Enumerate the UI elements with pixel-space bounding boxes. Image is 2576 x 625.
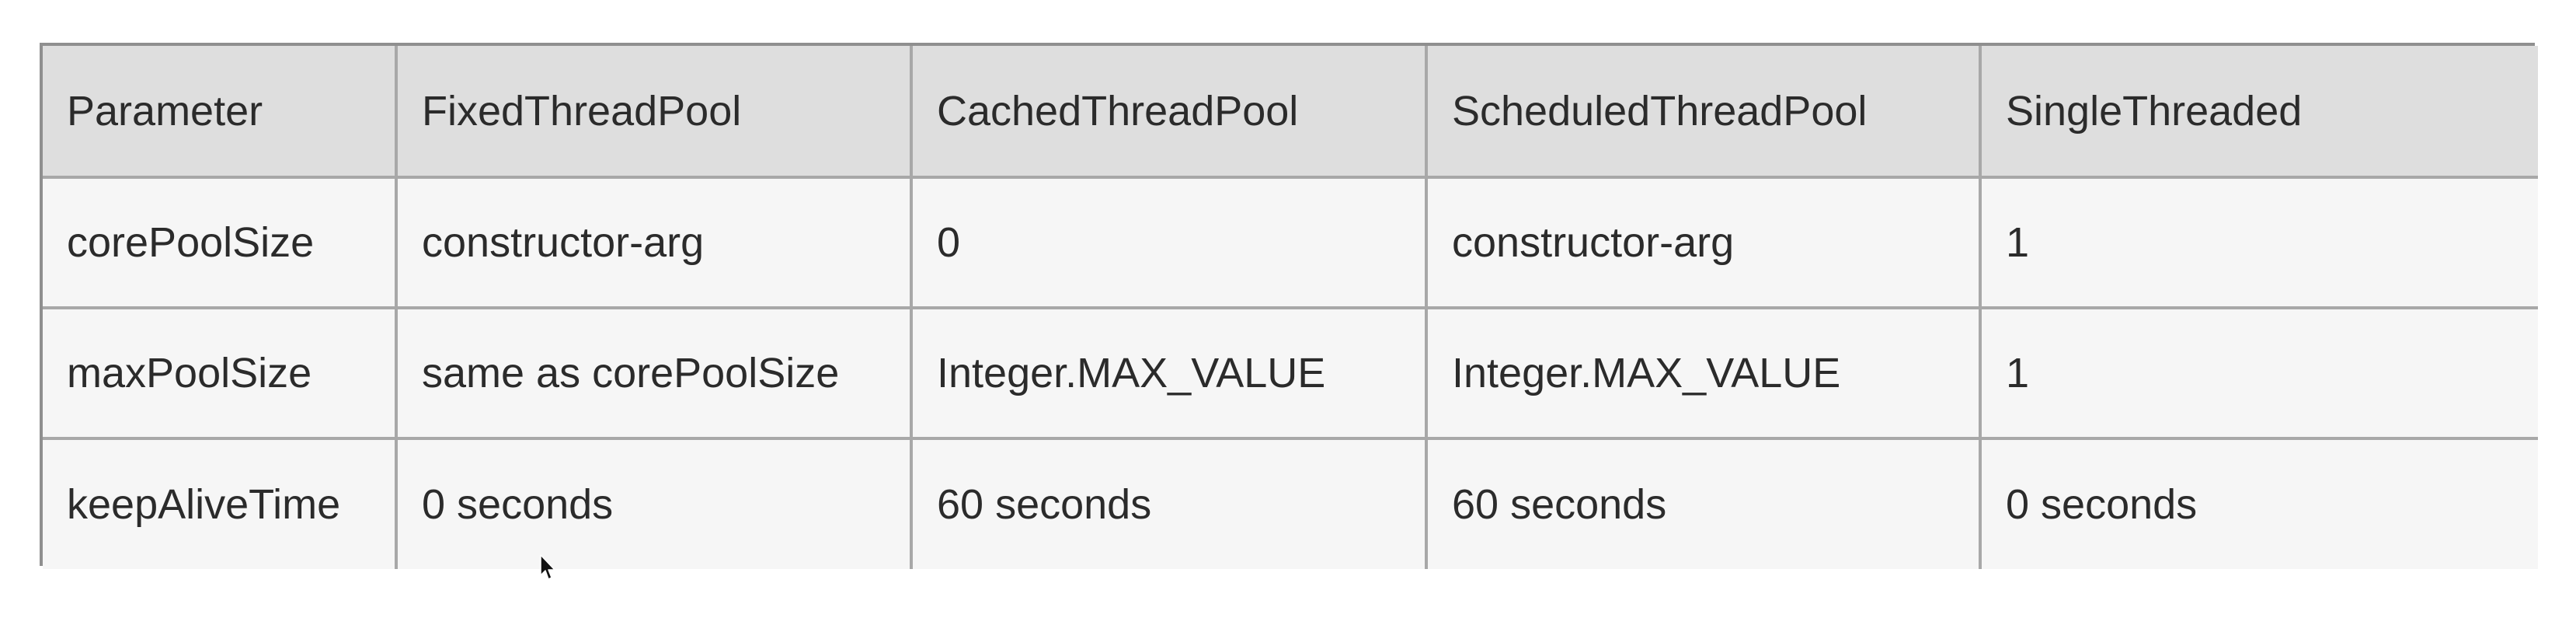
thread-pool-comparison-table: Parameter FixedThreadPool CachedThreadPo… — [40, 43, 2538, 569]
header-parameter: Parameter — [43, 46, 398, 179]
parameters-table: Parameter FixedThreadPool CachedThreadPo… — [43, 46, 2538, 569]
table-cell: 60 seconds — [1425, 437, 1982, 569]
table-cell: 1 — [1979, 177, 2538, 309]
table-cell: constructor-arg — [1425, 177, 1982, 309]
table-row: maxPoolSize same as corePoolSize Integer… — [43, 306, 2538, 440]
table-cell: maxPoolSize — [43, 306, 398, 440]
table-cell: 0 seconds — [395, 437, 913, 569]
table-cell: corePoolSize — [43, 177, 398, 309]
table-cell: Integer.MAX_VALUE — [1425, 306, 1982, 440]
table-row: corePoolSize constructor-arg 0 construct… — [43, 177, 2538, 309]
header-fixed-thread-pool: FixedThreadPool — [395, 46, 913, 179]
header-single-threaded: SingleThreaded — [1979, 46, 2538, 179]
table-cell: same as corePoolSize — [395, 306, 913, 440]
table-cell: Integer.MAX_VALUE — [910, 306, 1428, 440]
table-cell: 0 — [910, 177, 1428, 309]
header-cached-thread-pool: CachedThreadPool — [910, 46, 1428, 179]
table-header-row: Parameter FixedThreadPool CachedThreadPo… — [43, 46, 2538, 179]
table-cell: 1 — [1979, 306, 2538, 440]
table-cell: constructor-arg — [395, 177, 913, 309]
table-cell: 0 seconds — [1979, 437, 2538, 569]
table-row: keepAliveTime 0 seconds 60 seconds 60 se… — [43, 437, 2538, 569]
table-cell: keepAliveTime — [43, 437, 398, 569]
mouse-pointer-icon — [540, 554, 555, 580]
table-cell: 60 seconds — [910, 437, 1428, 569]
header-scheduled-thread-pool: ScheduledThreadPool — [1425, 46, 1982, 179]
